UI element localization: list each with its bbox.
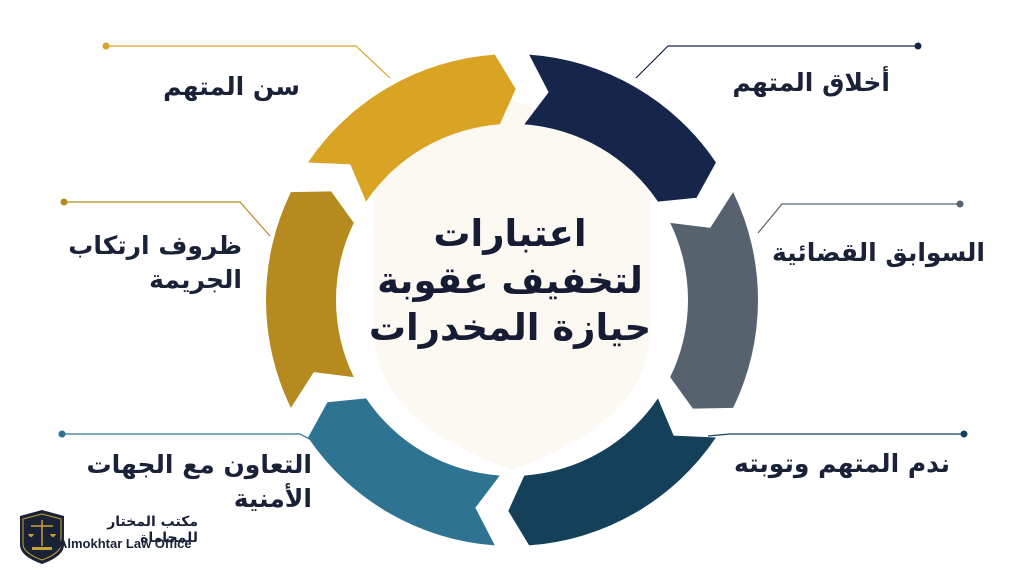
label-connectors [58, 42, 968, 451]
connector-line-1 [635, 45, 918, 79]
label-akhlaq: أخلاق المتهم [732, 68, 890, 97]
title-line-1: اعتبارات [433, 212, 587, 255]
ring-segment-6 [308, 54, 516, 202]
ring-segment-4 [308, 398, 500, 546]
label-nadam: ندم المتهم وتوبته [734, 449, 950, 478]
ring-segment-1 [524, 54, 716, 202]
connector-line-6 [106, 45, 391, 79]
connector-dot-2 [956, 200, 964, 208]
connector-line-4 [62, 433, 331, 451]
connector-dot-6 [102, 42, 110, 50]
diagram-title: اعتبارات لتخفيف عقوبة حيازة المخدرات [340, 210, 680, 351]
label-taawun: التعاون مع الجهات الأمنية [86, 450, 313, 513]
label-zuruf: ظروف ارتكاب الجريمة [68, 231, 242, 294]
connector-dot-5 [60, 198, 68, 206]
title-line-3: حيازة المخدرات [368, 306, 652, 349]
label-sawabiq: السوابق القضائية [772, 238, 985, 267]
connector-line-3 [707, 433, 964, 437]
connector-dot-3 [960, 430, 968, 438]
watermark-shield-icon [374, 100, 650, 470]
connector-line-5 [64, 201, 271, 237]
label-sinn: سن المتهم [163, 72, 300, 101]
ring-segment-3 [508, 398, 716, 546]
title-line-2: لتخفيف عقوبة [377, 259, 643, 302]
logo-english-name: Almokhtar Law Office [58, 536, 192, 551]
connector-line-2 [757, 203, 960, 234]
connector-dot-1 [914, 42, 922, 50]
logo-emblem-icon [20, 510, 64, 564]
cycle-ring [266, 54, 758, 546]
ring-segment-2 [670, 192, 758, 409]
logo-arabic-name: مكتب المختار للمحاماة [107, 514, 198, 546]
connector-dot-4 [58, 430, 66, 438]
ring-segment-5 [266, 191, 354, 408]
